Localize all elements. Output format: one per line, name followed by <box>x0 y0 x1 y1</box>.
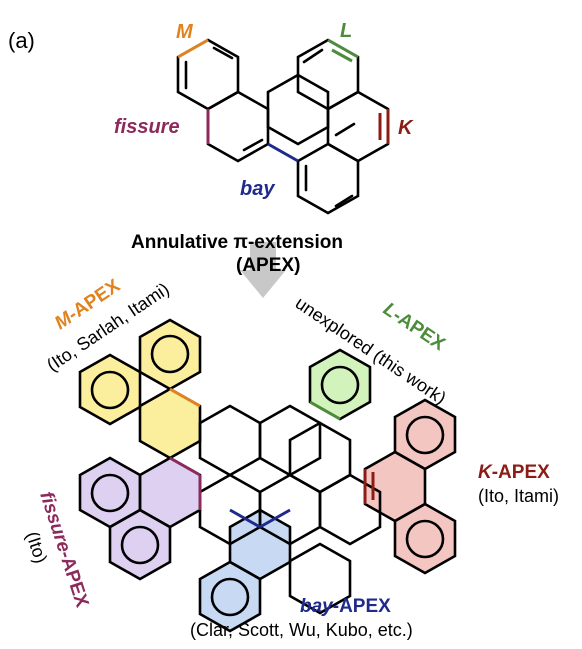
k-apex-ring-a <box>395 400 455 469</box>
bay-apex-label: bay-APEX <box>300 596 391 617</box>
m-apex-ring-a <box>140 320 200 389</box>
label-l: L <box>340 20 352 42</box>
svg-text:L-APEX: L-APEX <box>379 299 449 356</box>
k-apex-ring-c <box>395 504 455 573</box>
fissure-apex-ring-c <box>110 510 170 579</box>
bay-apex-ring-b <box>200 562 260 631</box>
label-fissure: fissure <box>114 116 180 138</box>
fissure-apex-ring-a <box>80 458 140 527</box>
reaction-line2: (APEX) <box>236 255 300 276</box>
bay-region <box>267 142 299 163</box>
bottom-molecule <box>78 318 457 633</box>
fissure-apex-citation: (Ito) <box>22 529 51 566</box>
m-apex-ring-b <box>80 355 140 424</box>
panel-label: (a) <box>8 28 35 53</box>
svg-text:(Ito): (Ito) <box>22 529 51 566</box>
bay-apex-ring-a <box>230 510 290 579</box>
bay-apex-citation: (Clar, Scott, Wu, Kubo, etc.) <box>190 620 413 640</box>
l-apex-suffix: -APEX <box>389 305 449 355</box>
reaction-line1: Annulative π-extension <box>131 232 343 253</box>
m-region <box>177 38 209 59</box>
m-apex-ring-c <box>140 389 200 458</box>
l-region <box>327 38 359 59</box>
l-apex-ring <box>310 350 370 419</box>
k-apex-citation: (Ito, Itami) <box>478 486 559 506</box>
label-m: M <box>176 21 194 43</box>
down-arrow-icon <box>240 242 286 298</box>
label-bay: bay <box>240 178 275 200</box>
k-apex-label: K-APEX <box>478 462 550 483</box>
label-k: K <box>398 117 414 139</box>
ring-center-left <box>206 90 270 163</box>
top-molecule <box>176 38 390 215</box>
ring-center <box>266 73 330 146</box>
fissure-apex-ring-b <box>140 458 200 527</box>
l-apex-label: L-APEX <box>379 299 449 356</box>
